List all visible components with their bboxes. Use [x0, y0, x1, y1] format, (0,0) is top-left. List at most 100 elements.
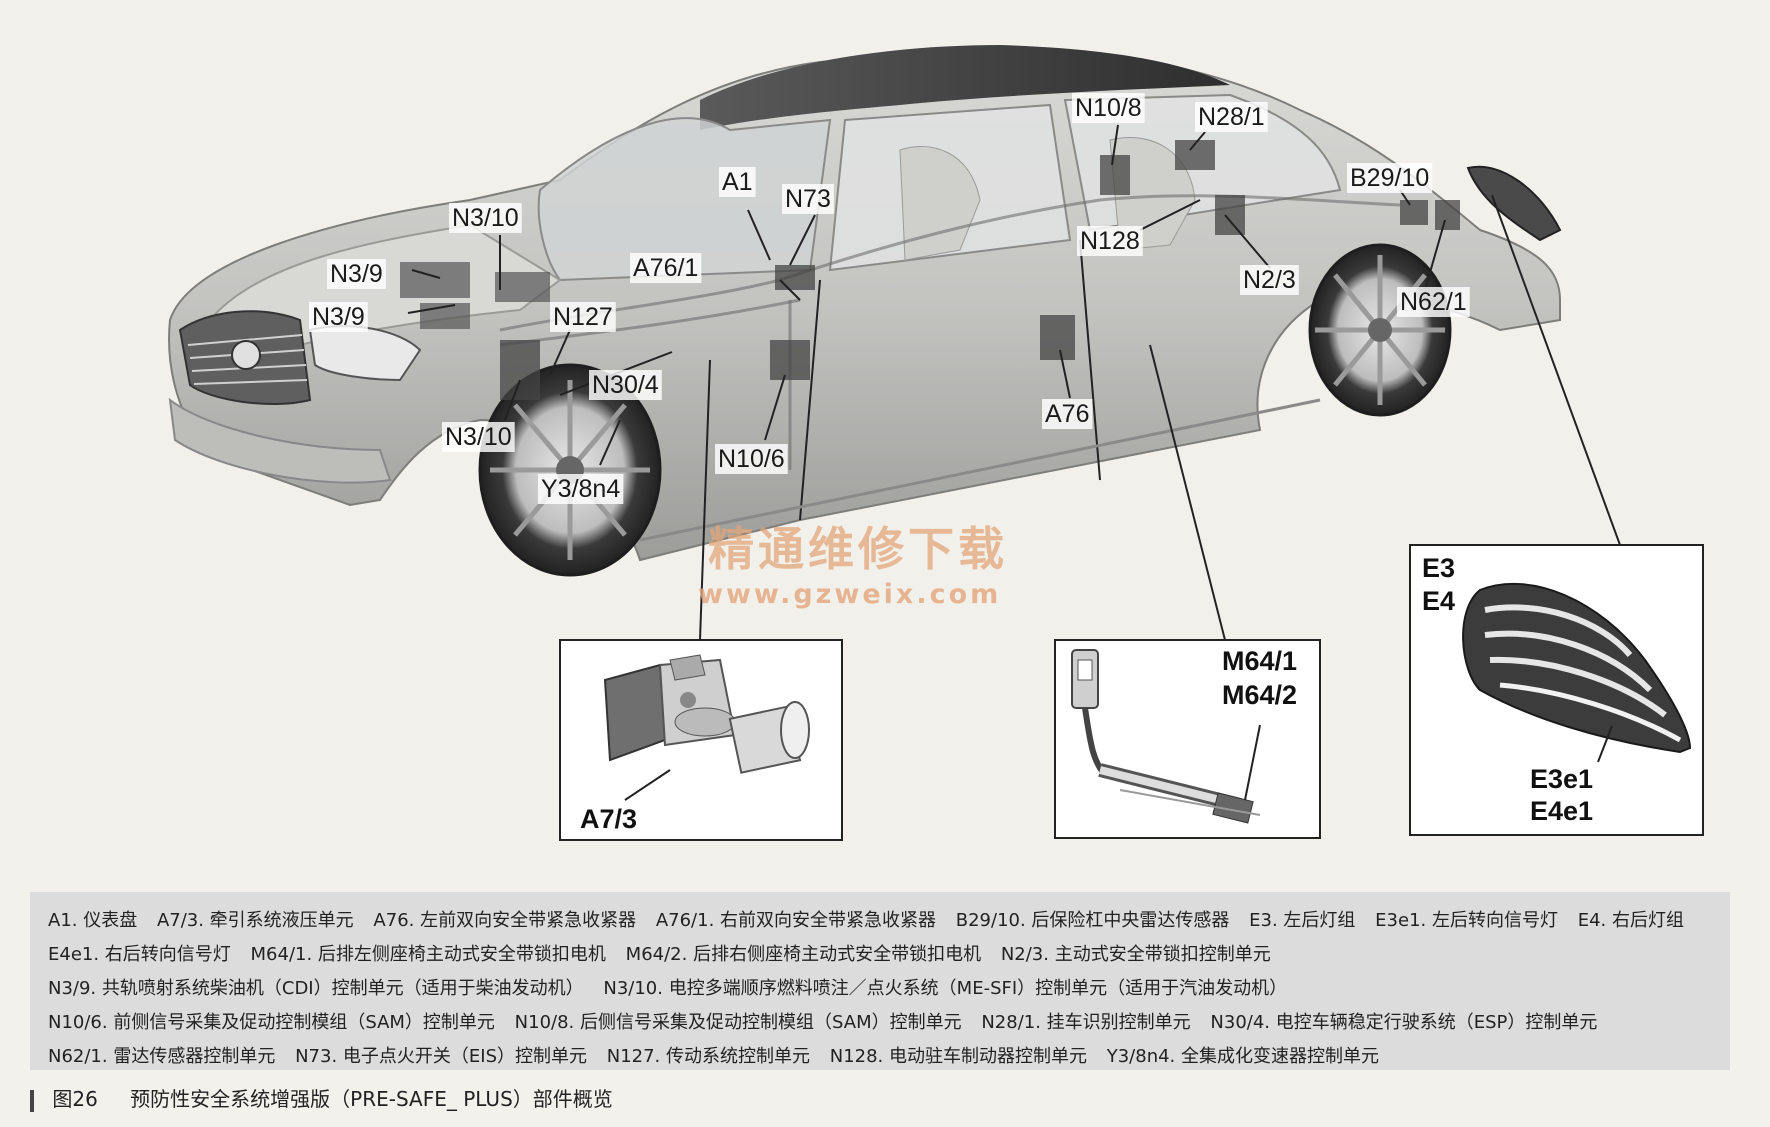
svg-text:N2/3: N2/3	[1243, 266, 1296, 294]
svg-text:N30/4: N30/4	[592, 371, 659, 399]
caption-bar	[30, 1089, 34, 1112]
callout-N127: N127	[550, 302, 616, 332]
legend-item: E3. 左后灯组	[1249, 910, 1356, 931]
inset-lamp: E3 E4 E3e1 E4e1	[1409, 544, 1704, 836]
callout-N10-8: N10/8	[1072, 93, 1145, 123]
callout-background	[1240, 265, 1299, 295]
svg-text:精通维修下载: 精通维修下载	[708, 522, 1008, 576]
callout-background	[309, 302, 368, 332]
svg-text:N73: N73	[785, 185, 831, 213]
inset-pump: A7/3	[559, 639, 843, 841]
svg-text:E4e1: E4e1	[1530, 796, 1593, 826]
callout-background	[630, 253, 702, 283]
hydraulic-unit-icon	[603, 654, 810, 774]
svg-text:E3: E3	[1422, 553, 1455, 583]
svg-text:N10/6: N10/6	[718, 445, 785, 473]
callout-background	[1072, 93, 1145, 123]
leader-lines	[407, 124, 1621, 641]
legend-item: E3e1. 左后转向信号灯	[1375, 910, 1558, 931]
svg-text:N128: N128	[1080, 227, 1140, 255]
legend-item: A76/1. 右前双向安全带紧急收紧器	[655, 910, 937, 931]
callout-background	[1347, 163, 1433, 193]
callout-background	[719, 167, 756, 197]
legend-item: N30/4. 电控车辆稳定行驶系统（ESP）控制单元	[1210, 1012, 1598, 1033]
callout-background	[442, 422, 515, 452]
svg-text:E3e1: E3e1	[1530, 764, 1593, 794]
callout-A1: A1	[719, 167, 756, 197]
callout-N3-9-a: N3/9	[327, 259, 386, 289]
svg-text:B29/10: B29/10	[1350, 164, 1429, 192]
svg-text:www.gzweix.com: www.gzweix.com	[698, 579, 1001, 610]
svg-text:N10/8: N10/8	[1075, 94, 1142, 122]
svg-text:M64/2: M64/2	[1222, 680, 1297, 710]
callout-N128: N128	[1077, 226, 1143, 256]
figure-number: 图26	[52, 1087, 98, 1111]
legend-item: A76. 左前双向安全带紧急收紧器	[373, 910, 637, 931]
callout-background	[1195, 102, 1268, 132]
callout-background	[327, 259, 386, 289]
callout-N3-10-bottom: N3/10	[442, 422, 515, 452]
callout-background	[1042, 399, 1093, 429]
legend-item: A7/3. 牵引系统液压单元	[156, 910, 354, 931]
legend-item: N3/10. 电控多端顺序燃料喷注／点火系统（ME-SFI）控制单元（适用于汽油…	[603, 978, 1288, 999]
legend-item: M64/1. 后排左侧座椅主动式安全带锁扣电机	[250, 944, 606, 965]
callout-N3-9-b: N3/9	[309, 302, 368, 332]
callout-background	[1397, 287, 1470, 317]
legend-item: N127. 传动系统控制单元	[606, 1046, 810, 1067]
front-wheel-icon	[478, 363, 662, 577]
tail-lamp-icon	[1462, 582, 1692, 754]
legend-item: M64/2. 后排右侧座椅主动式安全带锁扣电机	[625, 944, 982, 965]
callout-N28-1: N28/1	[1195, 102, 1268, 132]
legend-item: E4. 右后灯组	[1577, 910, 1684, 931]
svg-text:N3/10: N3/10	[452, 204, 519, 232]
svg-text:N3/10: N3/10	[445, 423, 512, 451]
svg-text:E4: E4	[1422, 586, 1455, 616]
callout-B29-10: B29/10	[1347, 163, 1433, 193]
legend-item: A1. 仪表盘	[48, 910, 138, 931]
legend-item: N73. 电子点火开关（EIS）控制单元	[295, 1046, 587, 1067]
svg-text:N62/1: N62/1	[1400, 288, 1467, 316]
legend-item: N128. 电动驻车制动器控制单元	[829, 1046, 1087, 1067]
callout-A76-1: A76/1	[630, 253, 702, 283]
svg-text:Y3/8n4: Y3/8n4	[541, 475, 620, 503]
legend-item: N62/1. 雷达传感器控制单元	[48, 1046, 276, 1067]
belt-buckle-motor-icon	[1071, 649, 1261, 824]
legend-item: E4e1. 右后转向信号灯	[48, 944, 231, 965]
callout-N3-10-top: N3/10	[449, 203, 522, 233]
rear-wheel-icon	[1308, 243, 1452, 417]
svg-text:A76: A76	[1045, 400, 1089, 428]
grille-icon	[178, 310, 312, 405]
callout-A76: A76	[1042, 399, 1093, 429]
legend: A1. 仪表盘 A7/3. 牵引系统液压单元 A76. 左前双向安全带紧急收紧器…	[30, 892, 1730, 1070]
legend-item: Y3/8n4. 全集成化变速器控制单元	[1106, 1046, 1380, 1067]
callout-labels: A1 N73 N3/10 N3/9 N3/9 A76/1 N127 N30/4 …	[309, 93, 1470, 504]
legend-item: B29/10. 后保险杠中央雷达传感器	[955, 910, 1230, 931]
figure-title: 预防性安全系统增强版（PRE-SAFE_ PLUS）部件概览	[130, 1087, 613, 1111]
watermark: 精通维修下载 www.gzweix.com	[698, 522, 1008, 610]
inset-motor: M64/1 M64/2	[1054, 639, 1321, 839]
svg-text:N3/9: N3/9	[330, 260, 383, 288]
callout-N73: N73	[782, 184, 834, 214]
callout-background	[550, 302, 616, 332]
callout-N62-1: N62/1	[1397, 287, 1470, 317]
callout-background	[538, 474, 624, 504]
svg-text:N127: N127	[553, 303, 613, 331]
callout-Y3-8n4: Y3/8n4	[538, 474, 624, 504]
svg-text:A1: A1	[722, 168, 753, 196]
callout-background	[782, 184, 834, 214]
svg-text:A7/3: A7/3	[580, 804, 637, 834]
callout-background	[1077, 226, 1143, 256]
car-illustration	[168, 45, 1562, 577]
legend-item: N2/3. 主动式安全带锁扣控制单元	[1000, 944, 1271, 965]
svg-text:N28/1: N28/1	[1198, 103, 1265, 131]
svg-text:N3/9: N3/9	[312, 303, 365, 331]
legend-item: N28/1. 挂车识别控制单元	[981, 1012, 1191, 1033]
callout-background	[449, 203, 522, 233]
figure-caption: 图26 预防性安全系统增强版（PRE-SAFE_ PLUS）部件概览	[30, 1082, 1730, 1116]
callout-background	[715, 444, 788, 474]
legend-item: N10/8. 后侧信号采集及促动控制模组（SAM）控制单元	[514, 1012, 962, 1033]
legend-item: N3/9. 共轨喷射系统柴油机（CDI）控制单元（适用于柴油发动机）	[48, 978, 584, 999]
legend-item: N10/6. 前侧信号采集及促动控制模组（SAM）控制单元	[48, 1012, 495, 1033]
callout-N30-4: N30/4	[589, 370, 662, 400]
